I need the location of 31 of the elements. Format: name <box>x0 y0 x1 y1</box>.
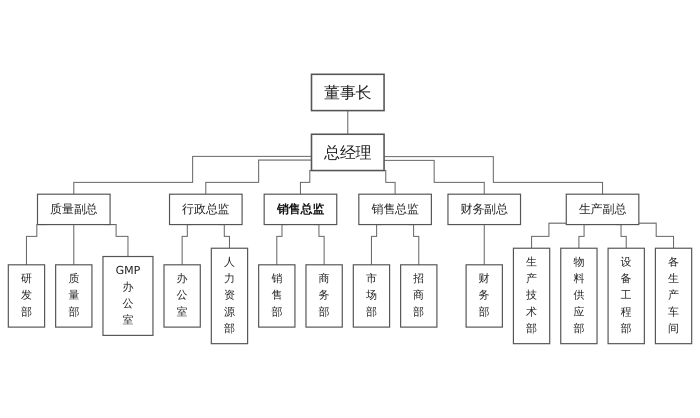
node-box: 研发部 <box>8 264 46 328</box>
connector <box>73 156 312 195</box>
connector <box>638 222 674 249</box>
connector <box>384 156 604 195</box>
node-box: 销售总监 <box>358 194 432 226</box>
connector <box>531 222 566 249</box>
node-box: GMP办公室 <box>102 256 154 336</box>
node-box: 董事长 <box>310 74 385 112</box>
connector <box>73 224 74 266</box>
node-box: 招商部 <box>400 264 438 328</box>
node-box: 人力资源部 <box>210 248 248 344</box>
node-box: 销售部 <box>258 264 296 328</box>
node-box: 物料供应部 <box>560 248 598 344</box>
node-box: 生产技术部 <box>512 248 550 344</box>
node-box: 质量副总 <box>36 194 111 226</box>
node-box: 质量部 <box>55 264 93 328</box>
node-box: 财务副总 <box>447 194 522 226</box>
node-box: 商务部 <box>305 264 343 328</box>
connector <box>347 110 348 135</box>
node-box: 生产副总 <box>566 194 640 226</box>
node-box: 市场部 <box>352 264 390 328</box>
node-box: 财务部 <box>466 264 503 328</box>
node-box: 总经理 <box>310 133 385 172</box>
node-box: 设备工程部 <box>607 248 645 344</box>
node-box: 办公室 <box>163 264 201 328</box>
connector <box>484 224 485 266</box>
node-box: 各生产车间 <box>654 248 692 344</box>
connector <box>384 160 485 195</box>
node-box: 销售总监 <box>264 194 338 226</box>
node-box: 行政总监 <box>168 194 243 226</box>
connector <box>205 160 312 195</box>
